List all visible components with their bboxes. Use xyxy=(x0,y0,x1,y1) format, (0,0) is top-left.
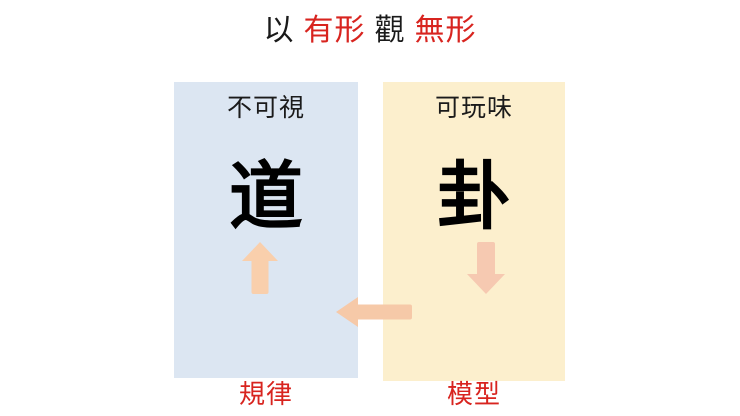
title-segment-3: 觀 xyxy=(374,13,406,48)
title-segment-4: 無形 xyxy=(414,13,477,48)
panel-invisible-header: 不可視 xyxy=(226,93,305,122)
arrow-up-icon xyxy=(242,242,278,294)
page-title: 以有形觀無形 xyxy=(0,12,740,50)
panel-playable-glyph: 卦 xyxy=(437,154,511,240)
panel-invisible: 不可視 道 規律 xyxy=(174,82,358,410)
panel-playable-header: 可玩味 xyxy=(434,93,513,122)
panel-playable-label: 模型 xyxy=(446,380,501,410)
arrow-down-icon xyxy=(467,242,505,294)
panel-invisible-label: 規律 xyxy=(238,380,293,410)
title-segment-2: 有形 xyxy=(303,13,366,48)
panel-playable: 可玩味 卦 模型 xyxy=(383,82,565,410)
panel-invisible-glyph: 道 xyxy=(229,154,303,240)
title-segment-1: 以 xyxy=(263,13,295,48)
arrow-left-icon xyxy=(336,295,412,329)
